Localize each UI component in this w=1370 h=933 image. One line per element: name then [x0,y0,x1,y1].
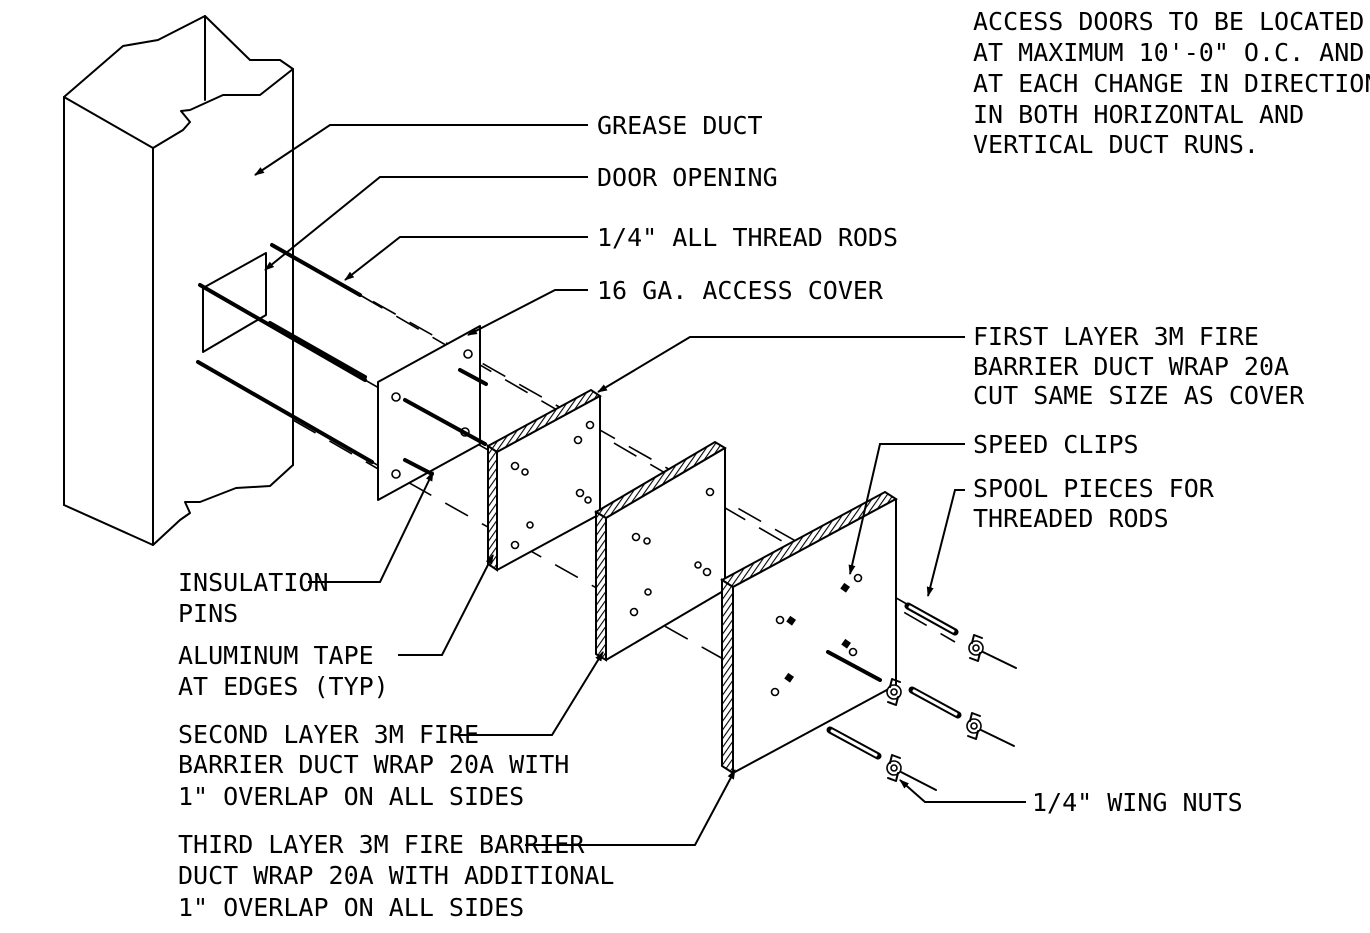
label-spool-pieces: SPOOL PIECES FOR THREADED RODS [973,474,1215,533]
label-door-opening: DOOR OPENING [597,163,778,192]
label-thread-rods: 1/4" ALL THREAD RODS [597,223,898,252]
svg-text:SPOOL PIECES FOR: SPOOL PIECES FOR [973,474,1215,503]
note-line: ACCESS DOORS TO BE LOCATED [973,7,1364,36]
svg-text:THREADED RODS: THREADED RODS [973,504,1169,533]
svg-text:INSULATION: INSULATION [178,568,329,597]
door-opening-shape [202,252,267,353]
note-line: IN BOTH HORIZONTAL AND [973,100,1304,129]
note-line: VERTICAL DUCT RUNS. [973,130,1259,159]
label-first-layer: FIRST LAYER 3M FIRE BARRIER DUCT WRAP 20… [973,322,1305,410]
note-line: AT EACH CHANGE IN DIRECTION [973,69,1370,98]
svg-text:AT EDGES (TYP): AT EDGES (TYP) [178,672,389,701]
grease-duct-shape [63,15,294,546]
thread-rods-shape [196,243,374,464]
label-third-layer: THIRD LAYER 3M FIRE BARRIER DUCT WRAP 20… [178,830,615,922]
svg-text:PINS: PINS [178,599,238,628]
second-layer-fire-wrap [594,440,727,662]
svg-text:BARRIER DUCT WRAP 20A WITH: BARRIER DUCT WRAP 20A WITH [178,750,569,779]
label-speed-clips: SPEED CLIPS [973,430,1139,459]
third-layer-fire-wrap [720,490,898,775]
label-second-layer: SECOND LAYER 3M FIRE BARRIER DUCT WRAP 2… [178,720,569,811]
access-cover-plate [377,325,488,501]
general-note: ACCESS DOORS TO BE LOCATED AT MAXIMUM 10… [973,7,1370,159]
svg-text:DUCT WRAP 20A WITH ADDITIONAL: DUCT WRAP 20A WITH ADDITIONAL [178,861,615,890]
wing-nuts [886,634,1017,791]
leader-lines [254,124,1026,846]
label-insulation-pins: INSULATION PINS [178,568,329,628]
label-grease-duct: GREASE DUCT [597,111,763,140]
svg-text:ALUMINUM TAPE: ALUMINUM TAPE [178,641,374,670]
svg-text:1" OVERLAP ON ALL SIDES: 1" OVERLAP ON ALL SIDES [178,782,524,811]
svg-text:BARRIER DUCT WRAP 20A: BARRIER DUCT WRAP 20A [973,352,1289,381]
spool-pieces [826,602,962,760]
first-layer-fire-wrap [486,388,602,572]
note-line: AT MAXIMUM 10'-0" O.C. AND [973,38,1364,67]
label-access-cover: 16 GA. ACCESS COVER [597,276,884,305]
label-aluminum-tape: ALUMINUM TAPE AT EDGES (TYP) [178,641,389,701]
svg-text:SECOND LAYER 3M FIRE: SECOND LAYER 3M FIRE [178,720,479,749]
svg-text:CUT SAME SIZE AS COVER: CUT SAME SIZE AS COVER [973,381,1305,410]
svg-text:THIRD LAYER 3M FIRE BARRIER: THIRD LAYER 3M FIRE BARRIER [178,830,585,859]
label-wing-nuts: 1/4" WING NUTS [1032,788,1243,817]
svg-text:1" OVERLAP ON ALL SIDES: 1" OVERLAP ON ALL SIDES [178,893,524,922]
svg-text:FIRST LAYER 3M FIRE: FIRST LAYER 3M FIRE [973,322,1259,351]
